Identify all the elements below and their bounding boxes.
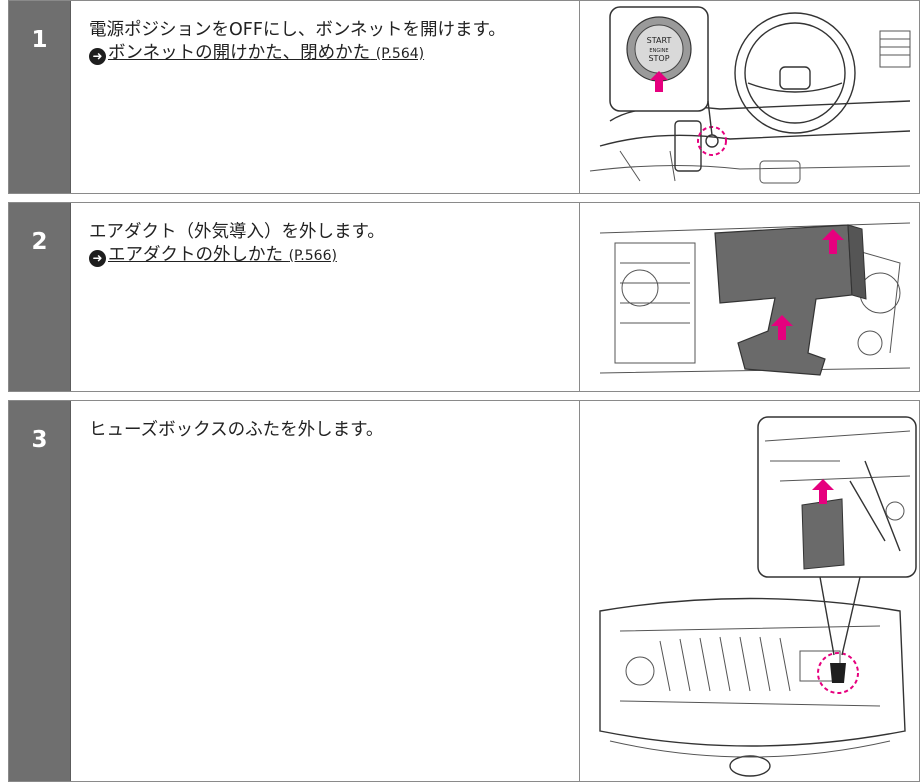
arrow-right-circle-icon: ➜ bbox=[89, 250, 106, 267]
press-arrow-icon bbox=[650, 71, 668, 92]
reference-link[interactable]: ➜ボンネットの開けかた、閉めかた (P.564) bbox=[89, 43, 425, 65]
link-label: エアダクトの外しかた bbox=[108, 245, 283, 265]
page-ref: (P.566) bbox=[288, 248, 337, 264]
step-2: 2 エアダクト（外気導入）を外します。 ➜エアダクトの外しかた (P.566) bbox=[8, 202, 920, 392]
step-number: 1 bbox=[9, 1, 71, 193]
step-text: エアダクト（外気導入）を外します。 ➜エアダクトの外しかた (P.566) bbox=[71, 203, 580, 391]
lift-arrow-icon bbox=[822, 229, 844, 254]
step-number: 2 bbox=[9, 203, 71, 391]
step-3: 3 ヒューズボックスのふたを外します。 bbox=[8, 400, 920, 782]
reference-link[interactable]: ➜エアダクトの外しかた (P.566) bbox=[89, 245, 337, 267]
button-label-engine: ENGINE bbox=[649, 48, 668, 54]
illustration-air-duct bbox=[580, 203, 919, 391]
link-label: ボンネットの開けかた、閉めかた bbox=[108, 43, 371, 63]
step-1: 1 電源ポジションをOFFにし、ボンネットを開けます。 ➜ボンネットの開けかた、… bbox=[8, 0, 920, 194]
step-text: ヒューズボックスのふたを外します。 bbox=[71, 401, 580, 781]
lift-arrow-icon bbox=[771, 315, 793, 340]
step-instruction: ヒューズボックスのふたを外します。 bbox=[89, 420, 384, 440]
arrow-right-circle-icon: ➜ bbox=[89, 48, 106, 65]
button-label-stop: STOP bbox=[648, 54, 669, 63]
step-instruction: 電源ポジションをOFFにし、ボンネットを開けます。 bbox=[89, 20, 506, 40]
illustration-dashboard: START ENGINE STOP bbox=[580, 1, 919, 193]
button-label-start: START bbox=[647, 36, 672, 45]
illustration-fuse-box bbox=[580, 401, 919, 781]
page-ref: (P.564) bbox=[375, 46, 425, 62]
step-text: 電源ポジションをOFFにし、ボンネットを開けます。 ➜ボンネットの開けかた、閉め… bbox=[71, 1, 580, 193]
step-number: 3 bbox=[9, 401, 71, 781]
step-instruction: エアダクト（外気導入）を外します。 bbox=[89, 222, 385, 242]
lift-arrow-icon bbox=[812, 479, 834, 504]
